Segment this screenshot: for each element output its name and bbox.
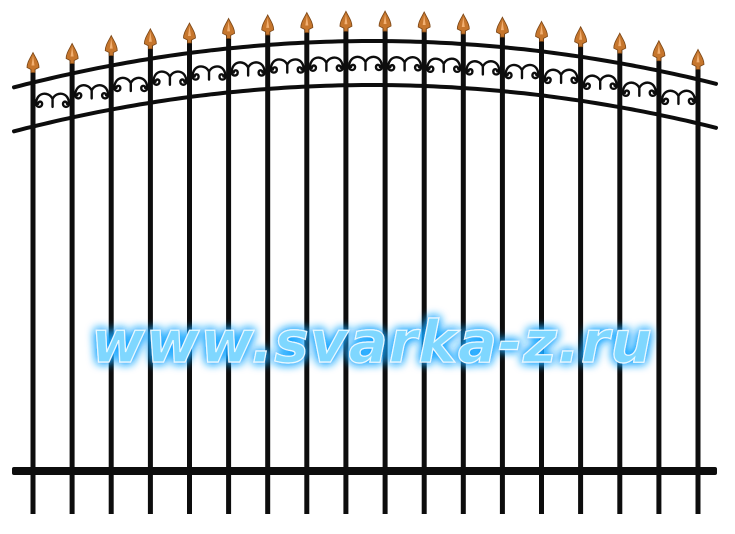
fence-bar	[656, 56, 662, 514]
finial	[261, 14, 275, 36]
finial	[456, 13, 470, 35]
scroll-ornament	[543, 68, 579, 85]
finial	[417, 11, 431, 33]
fence-bar	[539, 37, 544, 515]
finials	[26, 10, 705, 73]
finial	[300, 11, 314, 33]
fence-bar	[187, 39, 192, 514]
finial	[613, 32, 627, 54]
watermark-text: www.svarka-z.ru	[91, 308, 653, 376]
scroll-ornament	[74, 84, 110, 100]
lower-rail	[12, 83, 718, 134]
fence-bar	[265, 30, 271, 515]
scroll-ornament	[660, 89, 697, 106]
fence-bar	[343, 27, 349, 514]
finial	[65, 42, 79, 64]
finial	[652, 39, 666, 62]
scroll-ornament	[152, 70, 188, 86]
fence-bar	[617, 49, 623, 514]
bottom-rail	[12, 467, 717, 475]
scroll-ornament	[621, 81, 657, 98]
scroll-ornament	[504, 63, 540, 80]
fence	[12, 10, 718, 515]
finial	[143, 27, 157, 50]
fence-bar	[30, 68, 36, 514]
scroll-ornament	[465, 60, 501, 76]
fence-bar	[382, 27, 388, 514]
fence-bar	[499, 33, 505, 514]
fence-bar	[147, 44, 153, 514]
finial	[378, 10, 392, 32]
scroll-ornament	[269, 58, 305, 74]
finial	[535, 20, 548, 42]
finial	[222, 17, 235, 39]
finial	[574, 25, 588, 48]
finial	[339, 10, 353, 32]
top-rails	[12, 39, 718, 134]
finial	[183, 22, 196, 44]
fence-bar	[69, 59, 75, 514]
fence-bar	[695, 65, 701, 515]
finial	[691, 48, 705, 70]
fence-bars	[30, 27, 701, 515]
scroll-ornament	[386, 56, 423, 72]
watermark: www.svarka-z.ru	[91, 307, 653, 376]
fence-bar	[304, 28, 310, 514]
finial	[26, 51, 40, 73]
scroll-ornament	[582, 74, 618, 91]
scroll-ornament	[347, 55, 384, 72]
decorative-scrolls	[34, 55, 697, 109]
scroll-ornament	[308, 56, 345, 72]
scroll-ornament	[113, 76, 149, 93]
scroll-ornament	[34, 92, 71, 109]
fence-bar	[578, 42, 584, 514]
fence-bar	[226, 34, 232, 515]
upper-rail	[12, 39, 718, 90]
fence-bar	[108, 51, 114, 514]
fence-bar	[421, 28, 427, 514]
scroll-ornament	[426, 57, 462, 74]
fence-bar	[460, 30, 466, 514]
finial	[496, 16, 509, 38]
scroll-ornament	[191, 65, 227, 81]
scroll-ornament	[230, 61, 266, 77]
finial	[104, 34, 118, 56]
